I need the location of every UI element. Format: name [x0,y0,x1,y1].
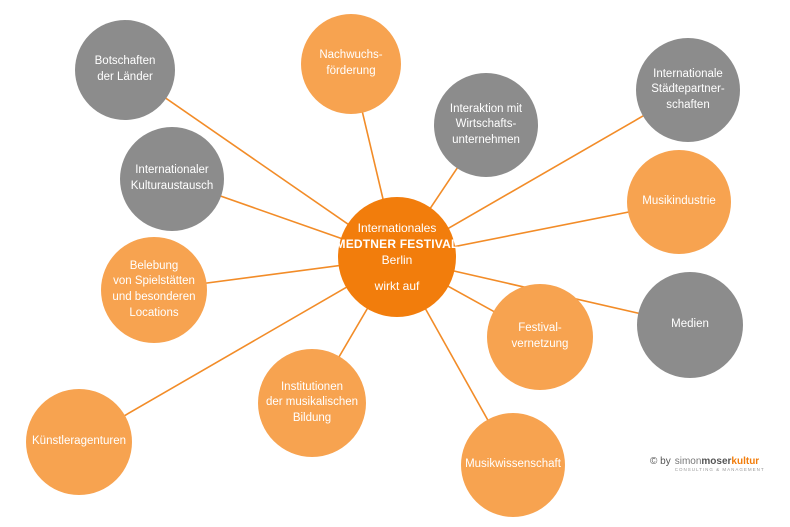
node-label: der Länder [97,71,153,83]
node-label: Institutionen [280,380,343,393]
copyright-credit: © by simonmoserkultur CONSULTING & MANAG… [650,456,765,472]
node-label: Botschaften [94,55,156,68]
node-label: Künstleragenturen [32,435,126,448]
node-label: Locations [129,306,179,319]
brand-logo: simonmoserkultur CONSULTING & MANAGEMENT [675,456,765,472]
node-festival: Festival- vernetzung [487,284,593,390]
node-label: Nachwuchs- [319,49,383,62]
brand-tagline: CONSULTING & MANAGEMENT [674,467,765,472]
node-label: Belebung [129,259,179,272]
node-staedte: Internationale Städtepartner- schaften [636,38,740,142]
node-label: Medien [671,318,709,331]
node-label: förderung [326,65,376,77]
node-kuenstler: Künstleragenturen [26,389,132,495]
center-line-3: Berlin [381,253,413,267]
center-line-4: wirkt auf [374,279,420,294]
brand-light: simon [674,456,702,467]
festival-title: MEDTNER FESTIVAL [335,236,459,251]
node-label: Städtepartner- [651,83,725,96]
node-label: unternehmen [452,133,520,146]
copyright-prefix: © by [650,456,671,467]
node-belebung: Belebung von Spielstätten und besonderen… [101,237,207,343]
node-label: Musikwissenschaft [465,458,561,471]
node-label: Kulturaustausch [130,180,214,192]
node-label: Internationaler [135,164,209,177]
brand-accent: kultur [731,456,760,467]
node-musikwissenschaft: Musikwissenschaft [461,413,565,517]
node-label: von Spielstätten [113,275,195,288]
node-label: Festival- [518,322,562,335]
node-label: Internationale [653,67,723,80]
brand-name: simonmoserkultur [675,456,765,467]
node-nachwuchs: Nachwuchs- förderung [301,14,401,114]
node-label: vernetzung [511,338,569,350]
node-botschaften: Botschaften der Länder [75,20,175,120]
brand-bold: moser [701,456,732,467]
node-label: Bildung [292,411,332,424]
center-node: Internationales MEDTNER FESTIVAL Berlin … [335,197,459,317]
node-label: der musikalischen [265,396,359,409]
node-label: und besonderen [112,291,196,303]
node-label: schaften [666,98,710,111]
link-kuenstler [78,257,398,443]
node-institutionen: Institutionen der musikalischen Bildung [258,349,366,457]
node-musikindustrie: Musikindustrie [627,150,731,254]
node-label: Wirtschafts- [455,118,517,131]
node-label: Interaktion mit [449,102,523,115]
node-kulturaustausch: Internationaler Kulturaustausch [120,127,224,231]
node-interaktion: Interaktion mit Wirtschafts- unternehmen [434,73,538,177]
node-label: Musikindustrie [642,195,716,208]
center-line-1: Internationales [357,220,437,235]
node-medien: Medien [637,272,743,378]
